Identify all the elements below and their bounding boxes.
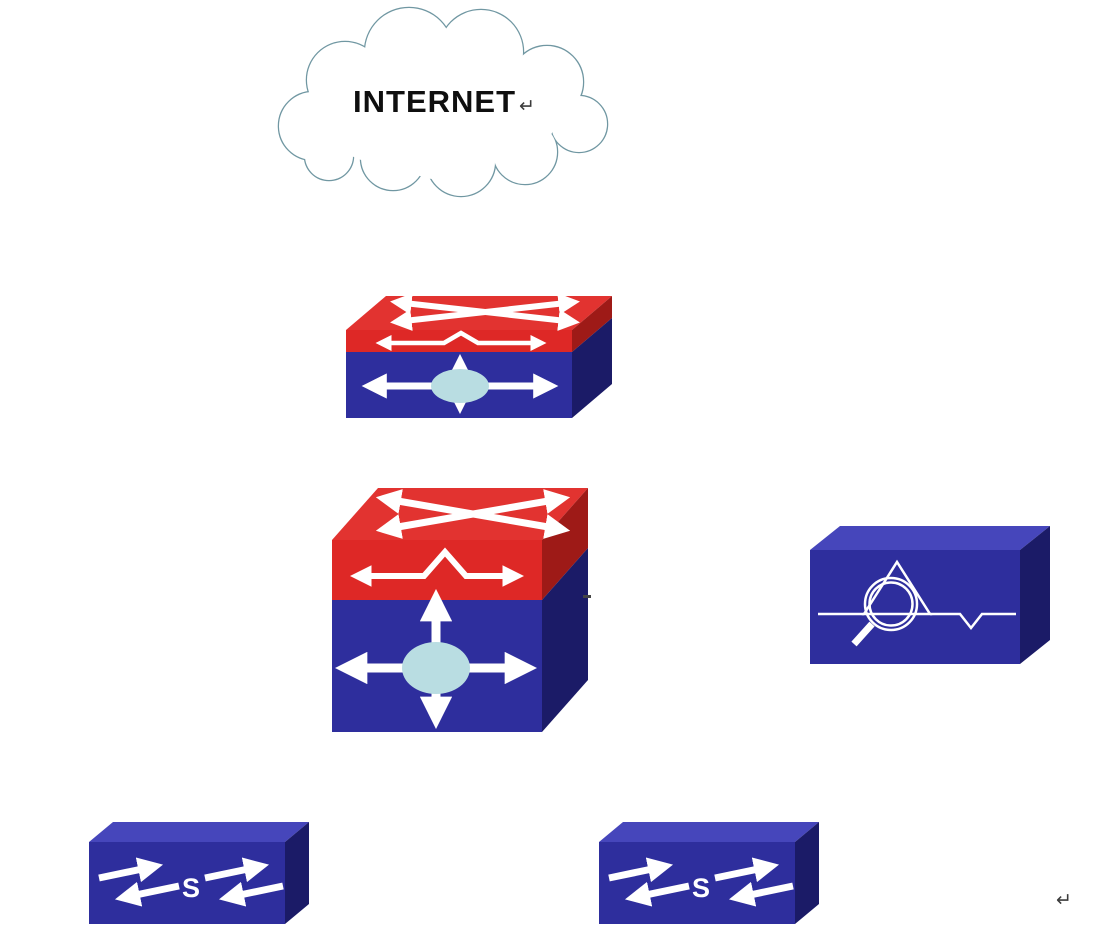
magnifier-waveform-icon xyxy=(818,559,1016,647)
internet-title: INTERNET↵ xyxy=(263,84,625,120)
side-face xyxy=(795,822,819,924)
layer2-switch-right: S xyxy=(595,818,823,929)
magnifier-handle xyxy=(851,621,875,647)
traffic-analyzer-server xyxy=(804,522,1056,673)
core-l3-switch xyxy=(326,478,594,739)
swap-arrows-right-icon xyxy=(204,857,284,907)
side-face-red xyxy=(542,488,588,600)
front-red-band xyxy=(332,540,542,600)
swap-arrows-left-icon xyxy=(98,857,180,907)
swap-arrows-right-icon xyxy=(714,857,794,907)
paragraph-mark-icon: ↵ xyxy=(519,96,535,117)
switch-label: S xyxy=(692,873,710,903)
l2-switch-icon: S xyxy=(89,822,309,924)
paragraph-mark-icon: ↵ xyxy=(1056,890,1072,911)
l3-switch-small-icon xyxy=(346,293,612,418)
front-face xyxy=(810,550,1020,664)
zigzag-arrow-icon xyxy=(349,547,525,587)
top-face xyxy=(599,822,819,842)
analyzer-icon xyxy=(810,526,1050,664)
internet-label: INTERNET xyxy=(353,84,517,119)
hub-ellipse xyxy=(431,369,489,403)
crossed-arrows-icon xyxy=(390,293,580,331)
hub-ellipse xyxy=(402,642,470,694)
top-face xyxy=(89,822,309,842)
top-face xyxy=(810,526,1050,550)
layer2-switch-left: S xyxy=(85,818,313,929)
crossed-arrows-icon xyxy=(375,489,571,539)
zigzag-arrow-icon xyxy=(375,330,547,352)
side-face-blue xyxy=(542,548,588,732)
swap-arrows-left-icon xyxy=(608,857,690,907)
switch-label: S xyxy=(182,873,200,903)
l2-switch-icon: S xyxy=(599,822,819,924)
side-face xyxy=(1020,526,1050,664)
side-face-blue xyxy=(572,318,612,418)
caret-mark xyxy=(583,595,591,598)
internet-cloud: INTERNET↵ xyxy=(263,6,625,208)
side-face xyxy=(285,822,309,924)
l3-switch-large-icon xyxy=(332,488,588,732)
router-l3-switch-small xyxy=(330,290,615,427)
cloud-shape xyxy=(277,6,609,198)
side-face-red xyxy=(572,296,612,352)
cloud-body xyxy=(279,8,607,196)
